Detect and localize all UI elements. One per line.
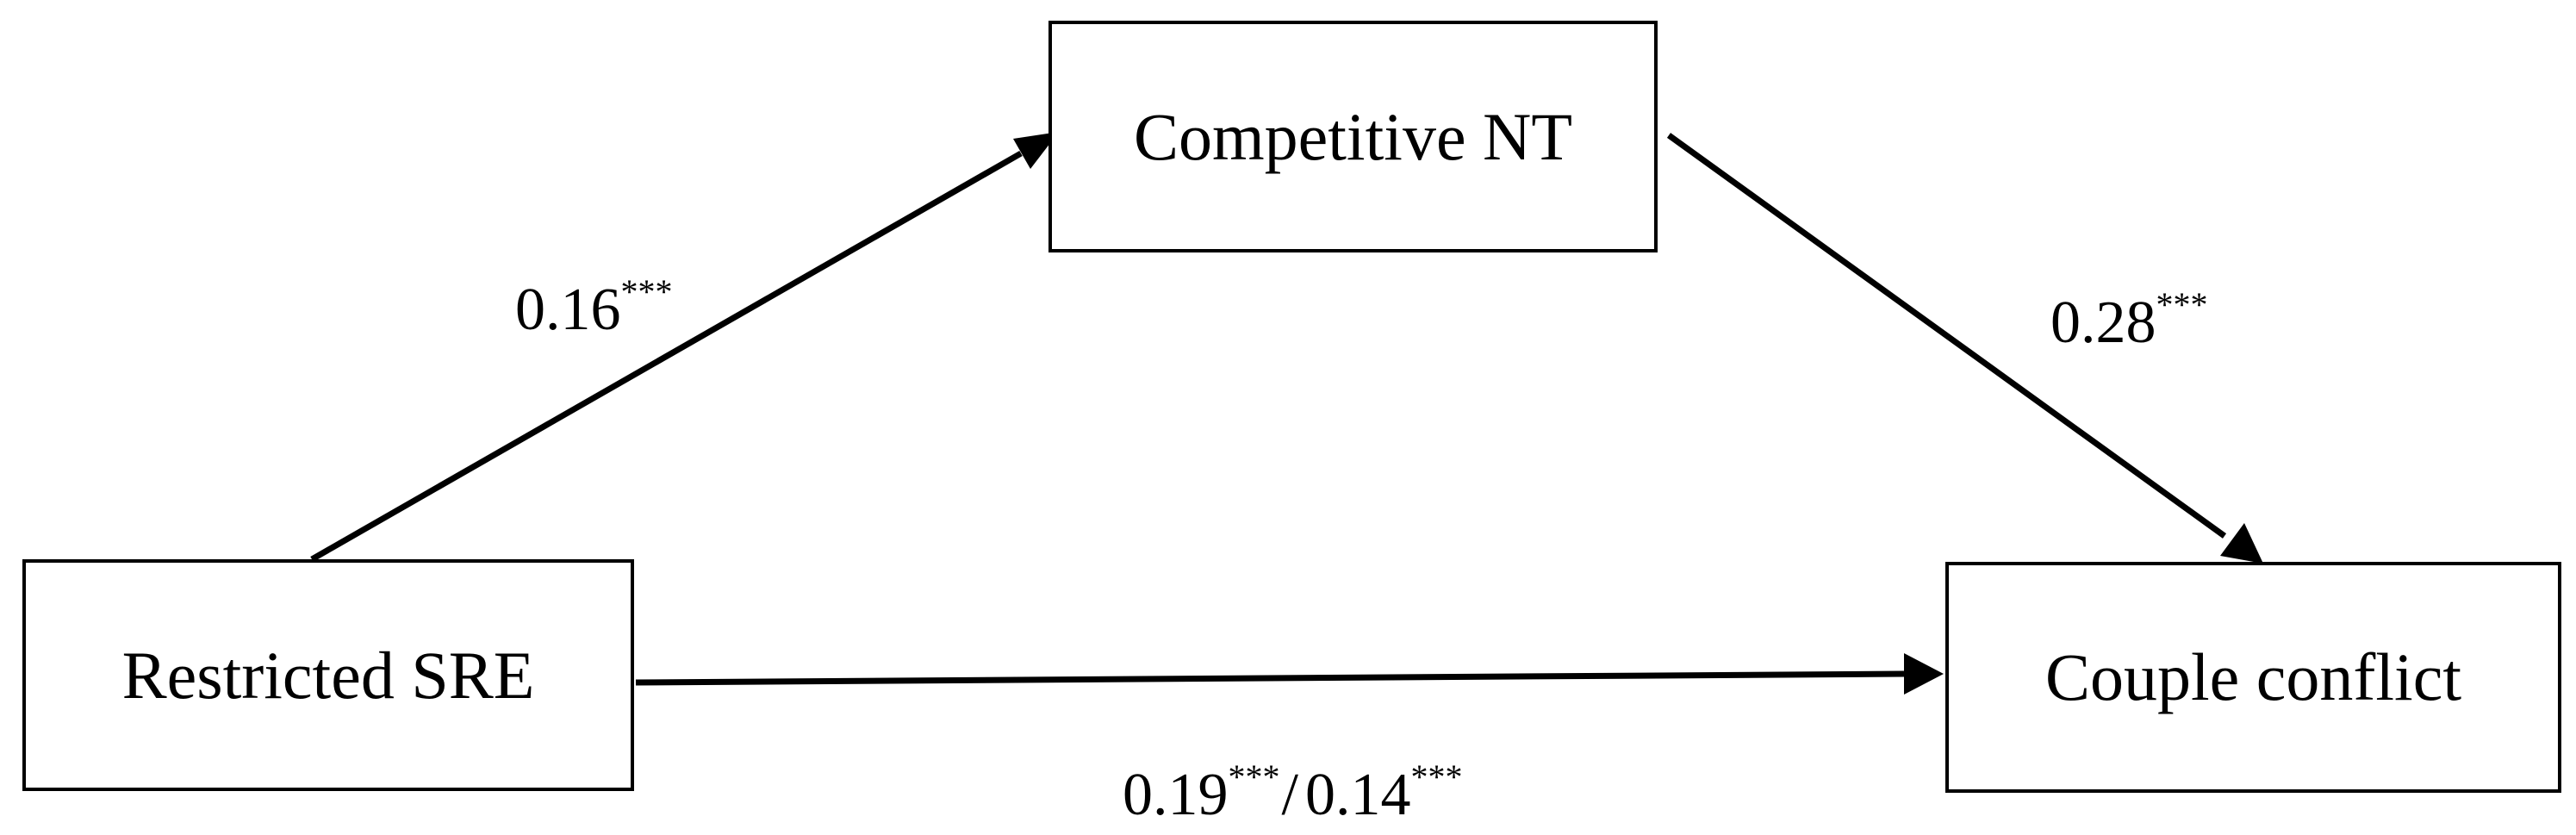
arrow-b <box>1666 133 2263 564</box>
path-a-coefficient: 0.16*** <box>515 275 673 343</box>
path-c-total-value: 0.19 <box>1123 762 1229 828</box>
path-c-coefficient: 0.19***/0.14*** <box>1123 760 1462 828</box>
arrow-a <box>310 132 1059 563</box>
outcome-label: Couple conflict <box>2044 639 2462 714</box>
outcome-box: Couple conflict <box>1945 562 2561 793</box>
path-b-value: 0.28 <box>2050 290 2156 356</box>
path-c-separator: / <box>1281 762 1298 828</box>
path-a-significance: *** <box>620 272 673 311</box>
arrow-c <box>635 653 1944 695</box>
mediator-box: Competitive NT <box>1048 21 1658 252</box>
path-c-direct-value: 0.14 <box>1304 762 1411 828</box>
mediator-label: Competitive NT <box>1133 98 1573 174</box>
path-a-value: 0.16 <box>515 277 621 343</box>
predictor-label: Restricted SRE <box>121 637 535 713</box>
predictor-box: Restricted SRE <box>22 559 634 791</box>
path-b-significance: *** <box>2156 285 2208 324</box>
path-b-coefficient: 0.28*** <box>2050 288 2208 356</box>
path-c-total-significance: *** <box>1228 757 1280 796</box>
path-c-direct-significance: *** <box>1410 757 1463 796</box>
